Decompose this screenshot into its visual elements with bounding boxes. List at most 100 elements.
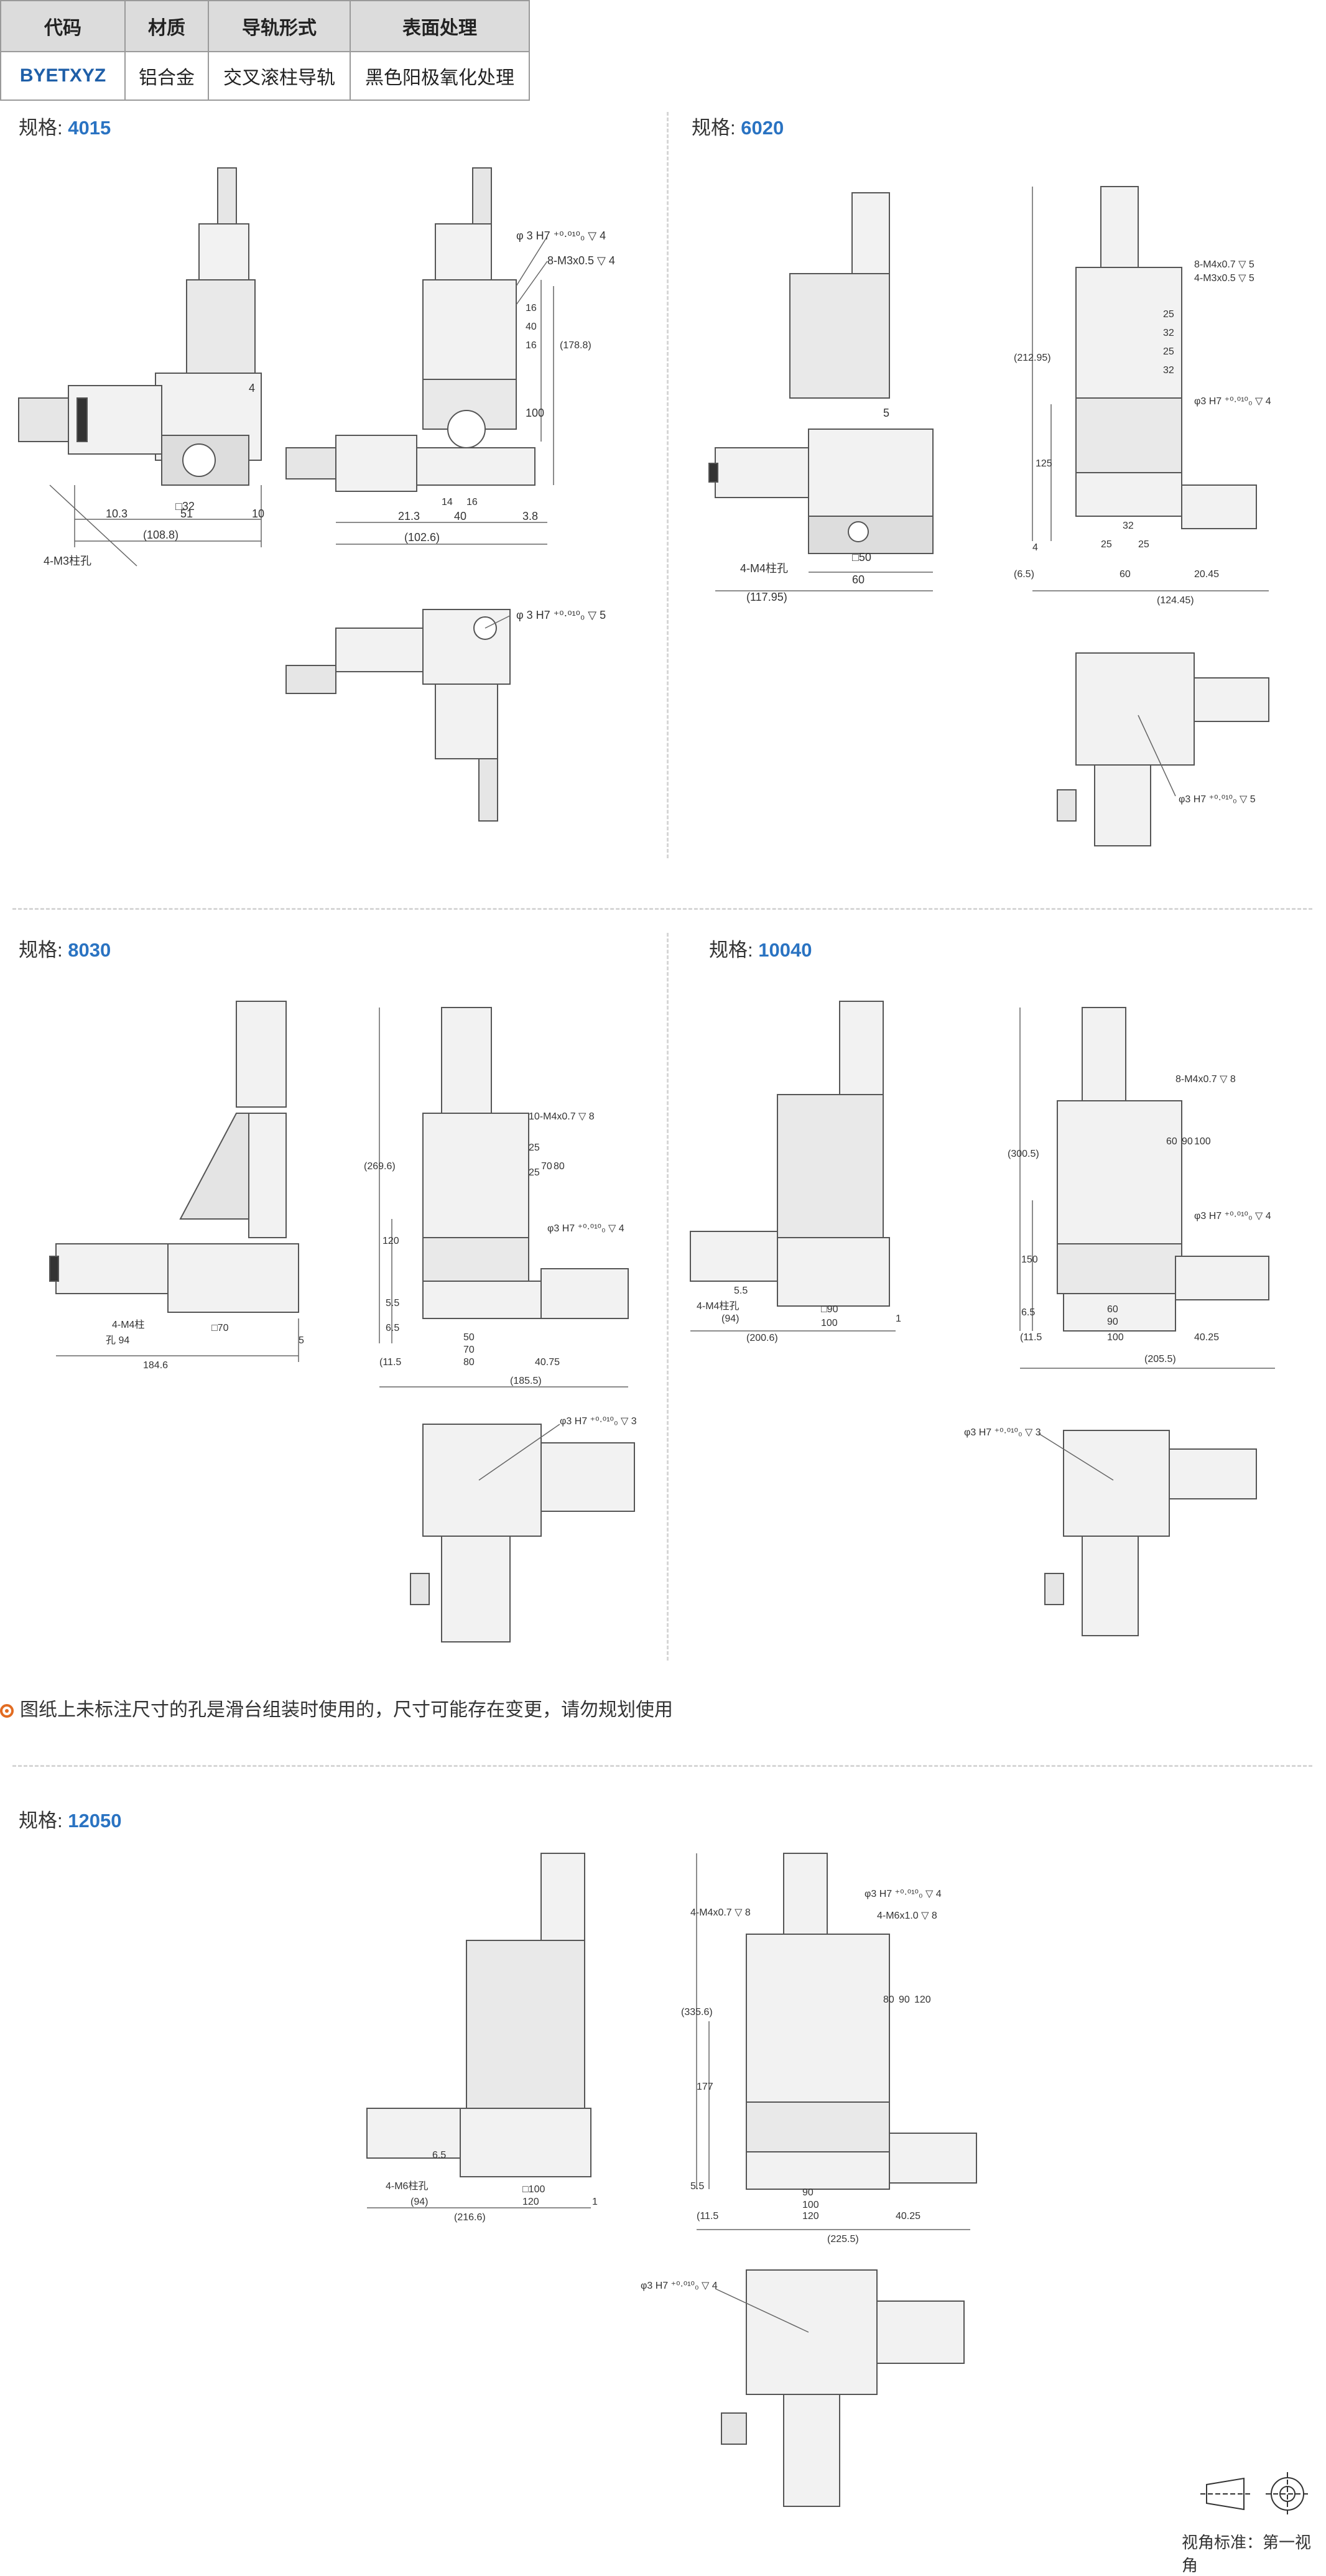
section-title-6020: 规格: 6020	[692, 112, 784, 140]
dim-1: 1	[896, 1313, 901, 1324]
dim-335: (335.6)	[681, 2007, 713, 2018]
view-angle-label: 视角标准：第一视角	[1182, 2533, 1312, 2575]
spec-size: 4015	[68, 117, 111, 139]
dim-25d: 25	[1138, 539, 1149, 550]
spec-label: 规格:	[692, 117, 736, 139]
label-counterbore: 4-M3柱孔	[44, 555, 91, 567]
drawing-4015-top: φ 3 H7 ⁺⁰·⁰¹⁰₀ ▽ 5	[285, 609, 606, 822]
dim-5: 5	[299, 1335, 304, 1346]
spec-size: 10040	[758, 939, 812, 961]
dim-m4: 4-M4x0.7 ▽ 8	[690, 1907, 751, 1918]
dim-100b: 100	[802, 2200, 819, 2210]
dim-120c: 120	[802, 2211, 819, 2222]
dim-14: 14	[442, 497, 453, 507]
note-text: 图纸上未标注尺寸的孔是滑台组装时使用的，尺寸可能存在变更，请勿规划使用	[20, 1700, 673, 1720]
header-surface: 表面处理	[350, 0, 530, 52]
drawing-4015-side: 4 □32 10.3 51 10 (108.8) 4-M3柱孔	[18, 167, 264, 567]
dim-20-45: 20.45	[1194, 569, 1219, 580]
drawing-note: 图纸上未标注尺寸的孔是滑台组装时使用的，尺寸可能存在变更，请勿规划使用	[0, 1694, 673, 1721]
dim-90b: 90	[802, 2187, 814, 2198]
dim-70: □70	[211, 1323, 229, 1333]
divider-h-1	[12, 908, 1312, 910]
spec-size: 6020	[741, 117, 784, 139]
cell-material: 铝合金	[124, 51, 209, 101]
dim-m4: 8-M4x0.7 ▽ 5	[1194, 259, 1254, 270]
dim-phi3: φ3 H7 ⁺⁰·⁰¹⁰₀ ▽ 4	[1194, 396, 1271, 407]
dim-90c: 90	[1107, 1317, 1118, 1327]
dim-40: 40	[526, 322, 537, 332]
dim-51: 51	[180, 507, 193, 520]
dim-216: (216.6)	[454, 2212, 486, 2223]
dim-4: 4	[1032, 542, 1038, 553]
label-hole: (94)	[410, 2197, 428, 2207]
dim-60: 60	[852, 573, 865, 586]
dim-phi3-h7-b: φ 3 H7 ⁺⁰·⁰¹⁰₀ ▽ 5	[516, 609, 606, 621]
drawing-12050-side: 6.5 4-M6柱孔 (94) □100 120 (216.6) 1	[366, 1853, 598, 2223]
dim-32c: 32	[1123, 521, 1134, 531]
dim-6-5: 6.5	[386, 1323, 399, 1333]
dim-100: 100	[526, 407, 544, 419]
dim-16c: 16	[466, 497, 478, 507]
cell-surface: 黑色阳极氧化处理	[350, 51, 530, 101]
dim-25a: 25	[1163, 309, 1174, 320]
dim-40-75: 40.75	[535, 1357, 560, 1368]
label-counterbore: 4-M4柱孔	[740, 562, 788, 575]
drawing-10040-front: 8-M4x0.7 ▽ 8 60 90 100 φ3 H7 ⁺⁰·⁰¹⁰₀ ▽ 4…	[1008, 1007, 1275, 1369]
dim-phi3: φ3 H7 ⁺⁰·⁰¹⁰₀ ▽ 4	[1194, 1211, 1271, 1221]
dim-50: □50	[852, 551, 871, 563]
drawing-12050-top: φ3 H7 ⁺⁰·⁰¹⁰₀ ▽ 4	[641, 2269, 965, 2507]
drawing-6020-top: φ3 H7 ⁺⁰·⁰¹⁰₀ ▽ 5	[1057, 652, 1269, 846]
dim-100: □100	[522, 2184, 545, 2195]
dim-100b: 100	[1194, 1136, 1211, 1147]
dim-269: (269.6)	[364, 1161, 396, 1172]
dim-10-3: 10.3	[106, 507, 128, 520]
dim-phi3: φ3 H7 ⁺⁰·⁰¹⁰₀ ▽ 4	[865, 1889, 942, 1899]
dim-225: (225.5)	[827, 2234, 859, 2245]
cell-rail-type: 交叉滚柱导轨	[208, 51, 351, 101]
divider-v-2	[667, 933, 669, 1661]
dim-32b: 32	[1163, 365, 1174, 376]
dim-100c: 100	[1107, 1332, 1124, 1343]
dim-90b: 90	[1182, 1136, 1193, 1147]
dim-185: (185.5)	[510, 1376, 542, 1386]
dim-m3: 8-M3x0.5 ▽ 4	[547, 254, 615, 267]
dim-25b: 25	[529, 1167, 540, 1178]
dim-1: 1	[592, 2197, 598, 2207]
dim-11-5: (11.5	[1020, 1332, 1042, 1343]
label-hole: 孔 94	[106, 1335, 129, 1346]
spec-label: 规格:	[19, 939, 63, 961]
dim-60b: 60	[1107, 1304, 1118, 1315]
label-hole: (94)	[721, 1313, 739, 1324]
drawing-10040-top: φ3 H7 ⁺⁰·⁰¹⁰₀ ▽ 3	[964, 1427, 1257, 1636]
drawing-8030-front: 10-M4x0.7 ▽ 8 25 25 70 80 φ3 H7 ⁺⁰·⁰¹⁰₀ …	[364, 1007, 629, 1388]
spec-label: 规格:	[19, 1810, 63, 1832]
dim-177: 177	[697, 2082, 713, 2092]
dim-40-25: 40.25	[1194, 1332, 1219, 1343]
section-title-8030: 规格: 8030	[19, 934, 111, 962]
dim-300: (300.5)	[1008, 1149, 1039, 1159]
dim-120b: 120	[914, 1995, 931, 2005]
label-counterbore: 4-M4柱	[112, 1319, 144, 1330]
section-title-10040: 规格: 10040	[709, 934, 812, 962]
dim-184: 184.6	[143, 1360, 168, 1371]
dim-4: 4	[249, 382, 255, 394]
spec-label: 规格:	[19, 117, 63, 139]
dim-102: (102.6)	[404, 531, 440, 544]
drawing-12050-front: 4-M4x0.7 ▽ 8 φ3 H7 ⁺⁰·⁰¹⁰₀ ▽ 4 4-M6x1.0 …	[681, 1853, 977, 2245]
dim-11-5: (11.5	[697, 2211, 718, 2222]
dim-108: (108.8)	[143, 529, 178, 541]
dim-70c: 70	[463, 1345, 475, 1355]
label-counterbore: 4-M4柱孔	[697, 1300, 739, 1312]
spec-table: 代码 材质 导轨形式 表面处理 BYETXYZ 铝合金 交叉滚柱导轨 黑色阳极氧…	[0, 0, 530, 101]
dim-phi3-h7: φ 3 H7 ⁺⁰·⁰¹⁰₀ ▽ 4	[516, 229, 606, 242]
dim-16b: 16	[526, 303, 537, 313]
dim-124: (124.45)	[1157, 595, 1194, 606]
dim-90: 90	[899, 1995, 910, 2005]
dim-40b: 40	[454, 510, 466, 522]
dim-120: 120	[522, 2197, 539, 2207]
dim-205: (205.5)	[1144, 1354, 1176, 1364]
dim-25c: 25	[1101, 539, 1112, 550]
dim-m3: 4-M3x0.5 ▽ 5	[1194, 273, 1254, 284]
dim-phi3-b: φ3 H7 ⁺⁰·⁰¹⁰₀ ▽ 4	[641, 2281, 718, 2291]
info-circle-icon	[0, 1704, 14, 1718]
